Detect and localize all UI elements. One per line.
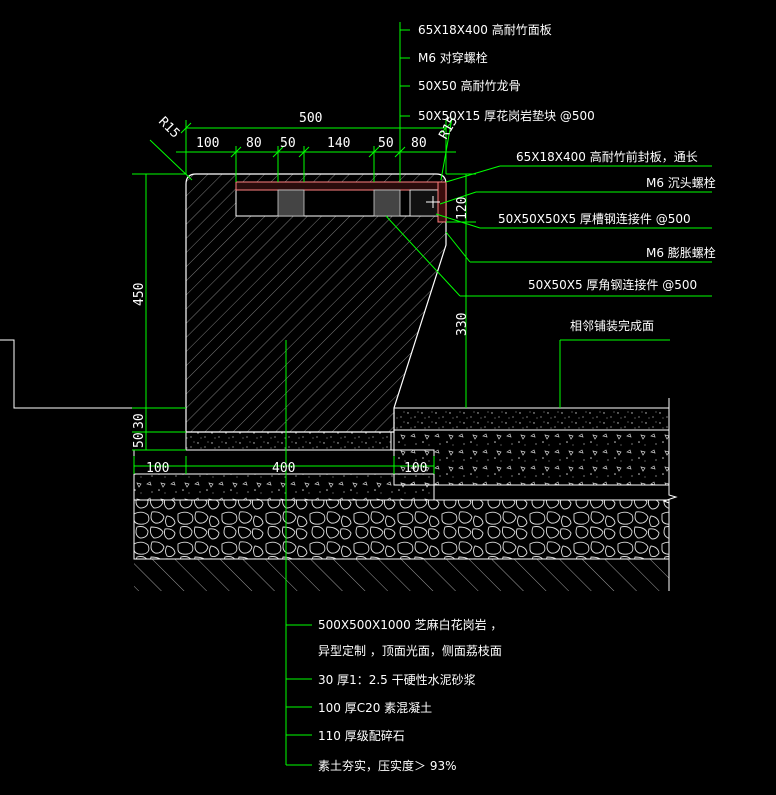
note-front-panel: 65X18X400 高耐竹前封板，通长 [516,149,698,164]
note-angle-connector: 50X50X5 厚角钢连接件 @500 [528,277,697,292]
note-channel-connector: 50X50X50X5 厚槽钢连接件 @500 [498,211,691,226]
dim-base-left: 100 [146,461,169,476]
note-concrete: 100 厚C20 素混凝土 [318,700,432,715]
note-granite-pad: 50X50X15 厚花岗岩垫块 @500 [418,108,595,123]
dim-radius-left: R15 [155,114,182,141]
bamboo-joist [373,189,401,217]
dim-base-right: 100 [404,461,427,476]
note-granite-block: 500X500X1000 芝麻白花岗岩 ， [318,617,502,632]
dim-seg-2: 80 [246,136,262,151]
left-reference-line [0,339,134,409]
dim-total-width: 500 [299,111,322,126]
dim-seg-4: 140 [327,136,350,151]
compacted-soil [134,559,669,591]
note-soil: 素土夯实，压实度＞ 93% [318,758,457,773]
bamboo-joist [277,189,305,217]
note-through-bolt: M6 对穿螺栓 [418,50,488,65]
adjacent-paving-top [393,407,670,431]
dim-h-330: 330 [455,313,470,336]
dim-base-mid: 400 [272,461,295,476]
dim-h-120: 120 [455,197,470,220]
dim-height: 450 [132,283,147,306]
granite-block [185,173,447,433]
mortar-bed [185,431,392,451]
break-line [662,485,678,591]
dim-seg-6: 80 [411,136,427,151]
graded-gravel-layer [133,499,670,560]
bamboo-top-panel [235,181,445,191]
dim-seg-3: 50 [280,136,296,151]
dim-seg-1: 100 [196,136,219,151]
dim-h-50: 50 [132,432,147,448]
note-expansion-bolt: M6 膨胀螺栓 [646,245,716,260]
note-gravel: 110 厚级配碎石 [318,728,405,743]
note-bamboo-top-panel: 65X18X400 高耐竹面板 [418,22,552,37]
note-mortar: 30 厚1：2.5 干硬性水泥砂浆 [318,672,476,687]
channel-connector [409,189,441,217]
concrete-base [133,473,435,501]
adjacent-paving-label: 相邻铺装完成面 [570,318,654,333]
dim-h-30: 30 [132,413,147,429]
dim-seg-5: 50 [378,136,394,151]
note-bamboo-joist: 50X50 高耐竹龙骨 [418,78,521,93]
adjacent-paving-base [393,429,670,486]
note-countersunk-bolt: M6 沉头螺栓 [646,175,716,190]
note-granite-finish: 异型定制 ，顶面光面，侧面荔枝面 [318,643,502,658]
